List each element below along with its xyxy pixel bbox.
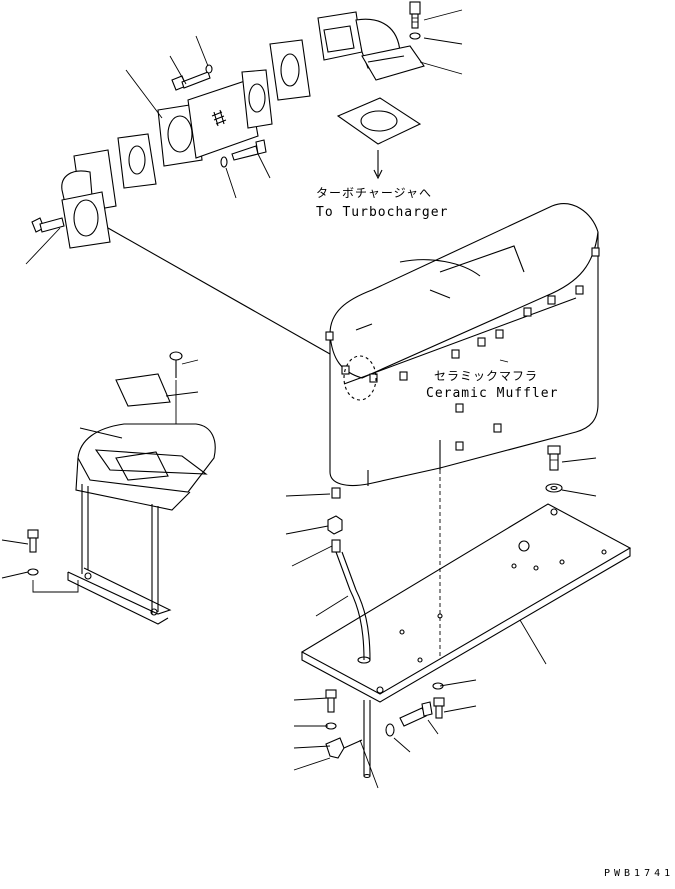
elbow-pipe-top	[317, 11, 425, 81]
turbo-label-english: To Turbocharger	[316, 205, 449, 220]
clamp-bottom	[325, 689, 363, 759]
flange-pipe-middle	[157, 69, 273, 167]
bolt-plate-right	[545, 445, 563, 493]
muffler-label-japanese: セラミックマフラ	[434, 369, 539, 383]
plate-small	[115, 373, 171, 407]
elbow-pipe-left	[61, 149, 117, 249]
ceramic-muffler	[325, 203, 600, 487]
bolt-bottom-right	[385, 682, 445, 737]
bolt-bracket-left	[27, 529, 79, 593]
base-plate	[300, 470, 632, 703]
bolt-top-right	[409, 1, 421, 40]
leader-lines	[1, 9, 597, 789]
muffler-label-english: Ceramic Muffler	[426, 386, 559, 401]
bracket-seat	[67, 423, 216, 625]
bolt-middle-top	[171, 64, 213, 91]
gasket-top-upper	[269, 39, 311, 101]
bolt-middle-lower	[220, 139, 267, 168]
bolt-left	[31, 217, 65, 233]
gasket-middle-left	[117, 133, 157, 189]
drain-pipe	[327, 487, 371, 779]
turbo-label-japanese: ターボチャージャへ	[316, 186, 433, 200]
drawing-code: PWB1741	[604, 868, 675, 879]
gasket-to-turbo	[336, 97, 422, 180]
